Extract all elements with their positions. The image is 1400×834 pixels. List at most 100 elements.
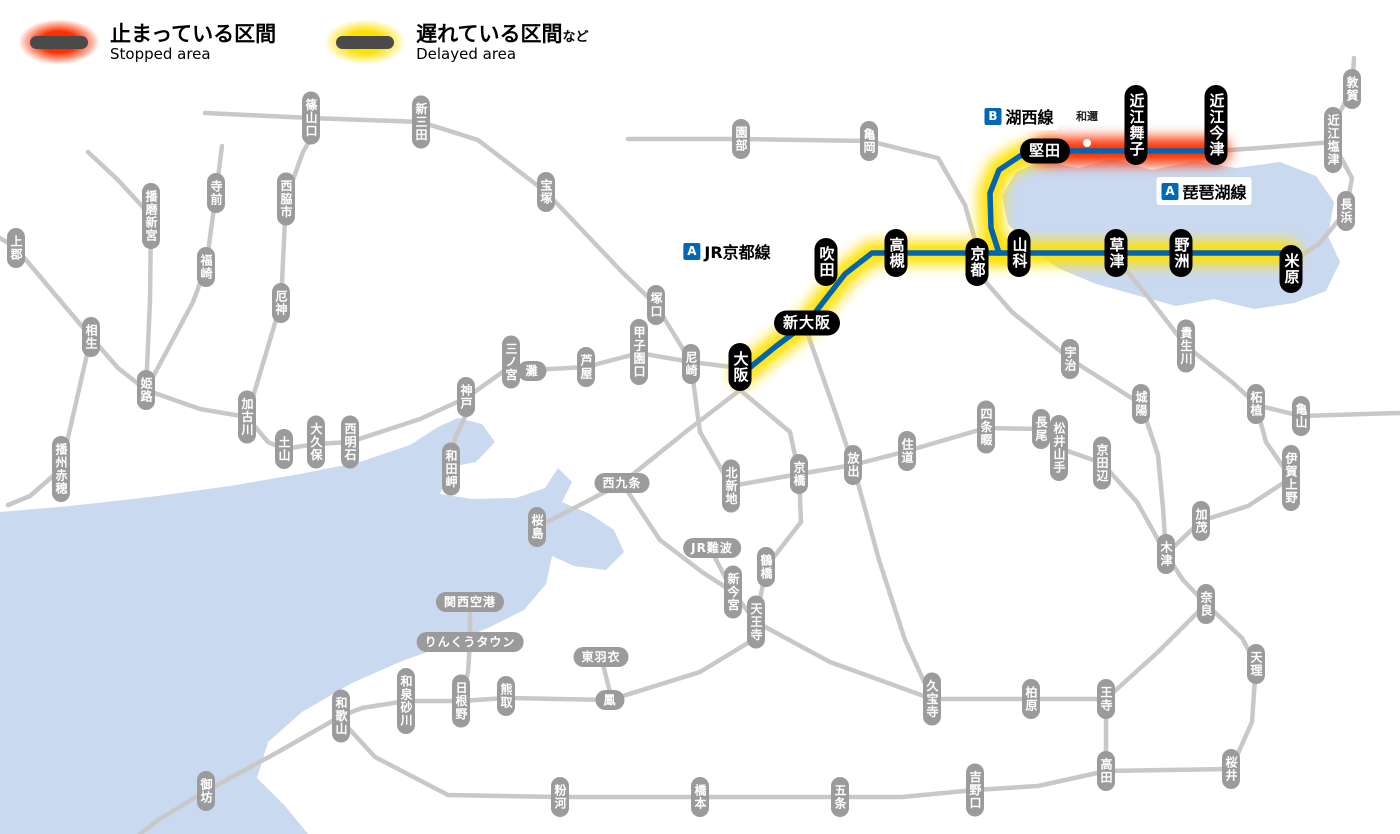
legend-title-delayed: 遅れている区間など — [416, 21, 589, 46]
station-highlighted: 大阪 — [728, 343, 752, 391]
station: 天理 — [1247, 644, 1265, 684]
station: 放出 — [844, 445, 862, 485]
station: 寺前 — [207, 173, 225, 213]
legend-title-suffix: など — [562, 29, 589, 45]
station: 和泉砂川 — [397, 668, 415, 734]
delayed-area-swatch — [322, 18, 409, 66]
station: 土山 — [275, 429, 293, 469]
station: 北新地 — [722, 459, 740, 513]
station: 園部 — [732, 119, 750, 159]
station: 福崎 — [197, 247, 215, 287]
station: 甲子園口 — [630, 319, 648, 385]
station: 日根野 — [452, 674, 470, 728]
rail-line-sakurai-line — [1103, 601, 1259, 774]
station: 貴生川 — [1177, 319, 1195, 373]
station: 新三田 — [412, 95, 430, 149]
station: 厄神 — [272, 283, 290, 323]
rail-line-nara-line — [974, 269, 1169, 557]
station: 四条畷 — [977, 400, 995, 454]
station-highlighted: 近江今津 — [1204, 85, 1228, 165]
station-highlighted: 野洲 — [1169, 229, 1193, 277]
station: 三ノ宮 — [502, 335, 520, 389]
station: 和歌山 — [332, 689, 350, 743]
station: 長尾 — [1032, 409, 1050, 449]
station: 加古川 — [238, 390, 256, 444]
legend-subtitle-delayed: Delayed area — [416, 44, 517, 63]
station-highlighted: 高槻 — [884, 229, 908, 277]
stopped-area-swatch — [16, 18, 102, 66]
station: 亀岡 — [860, 121, 878, 161]
station: 王寺 — [1097, 679, 1115, 719]
station: りんくうタウン — [416, 632, 524, 652]
station-highlighted: 堅田 — [1019, 138, 1071, 164]
station: 五条 — [831, 777, 849, 817]
station: 宝塚 — [537, 172, 555, 212]
station: 東羽衣 — [573, 647, 629, 667]
legend-subtitle-stopped: Stopped area — [110, 44, 211, 63]
station: 鳳 — [595, 690, 625, 710]
station: 久宝寺 — [923, 672, 941, 726]
station: 木津 — [1157, 534, 1175, 574]
station: 奈良 — [1197, 584, 1215, 624]
station-highlighted: 近江舞子 — [1124, 85, 1148, 165]
station: 近江塩津 — [1324, 107, 1342, 173]
station: 亀山 — [1292, 396, 1310, 436]
station: 播州赤穂 — [52, 436, 70, 502]
station: 粉河 — [551, 777, 569, 817]
station: 鶴橋 — [757, 547, 775, 587]
station-highlighted: 吹田 — [814, 238, 838, 286]
station: 尼崎 — [682, 344, 700, 384]
station: 城陽 — [1132, 384, 1150, 424]
legend-line-bar — [336, 35, 395, 49]
water-osaka-bay — [0, 418, 624, 834]
rail-line-kosei-north — [1213, 139, 1336, 154]
station: 神戸 — [457, 377, 475, 417]
rail-line-hanwa — [338, 635, 759, 719]
station: 関西空港 — [435, 592, 505, 612]
station: 高田 — [1097, 751, 1115, 791]
station: 橋本 — [691, 777, 709, 817]
minor-station-label: 和邇 — [1074, 108, 1100, 124]
rail-line-sanin — [625, 136, 980, 250]
station-highlighted: 新大阪 — [773, 310, 841, 336]
rail-line-tozai — [688, 362, 802, 489]
station: 京橋 — [790, 454, 808, 494]
legend: 止まっている区間 Stopped area 遅れている区間など Delayed … — [16, 18, 589, 66]
line-name: JR京都線 — [704, 243, 771, 262]
station: 篠山口 — [302, 91, 320, 145]
station-highlighted: 草津 — [1104, 229, 1128, 277]
station: 吉野口 — [966, 763, 984, 817]
station: 京田辺 — [1093, 436, 1111, 490]
line-badge-icon: B — [984, 107, 1002, 125]
station: 住道 — [898, 431, 916, 471]
station: 加茂 — [1192, 501, 1210, 541]
station: 天王寺 — [747, 595, 765, 649]
line-name: 琵琶湖線 — [1182, 183, 1247, 202]
station: 敦賀 — [1343, 69, 1361, 109]
station: 宇治 — [1061, 339, 1079, 379]
legend-item-delayed: 遅れている区間など Delayed area — [322, 18, 589, 66]
rail-line-wakayama-line — [338, 717, 1109, 800]
station: 長浜 — [1337, 191, 1355, 231]
station: 姫路 — [137, 370, 155, 410]
station: JR難波 — [683, 538, 741, 558]
station-highlighted: 京都 — [965, 238, 989, 286]
station: 灘 — [517, 361, 547, 381]
legend-line-bar — [30, 35, 88, 49]
station: 芦屋 — [577, 347, 595, 387]
station-highlighted: 米原 — [1279, 245, 1303, 293]
station: 大久保 — [307, 415, 325, 469]
station: 播磨新宮 — [142, 183, 160, 249]
legend-text-delayed: 遅れている区間など Delayed area — [416, 22, 588, 63]
station-highlighted: 山科 — [1007, 229, 1031, 277]
legend-title-stopped: 止まっている区間 — [110, 21, 277, 46]
station: 熊取 — [497, 676, 515, 716]
station: 桜島 — [528, 507, 546, 547]
line-name: 湖西線 — [1005, 108, 1054, 127]
legend-text-stopped: 止まっている区間 Stopped area — [110, 22, 276, 63]
